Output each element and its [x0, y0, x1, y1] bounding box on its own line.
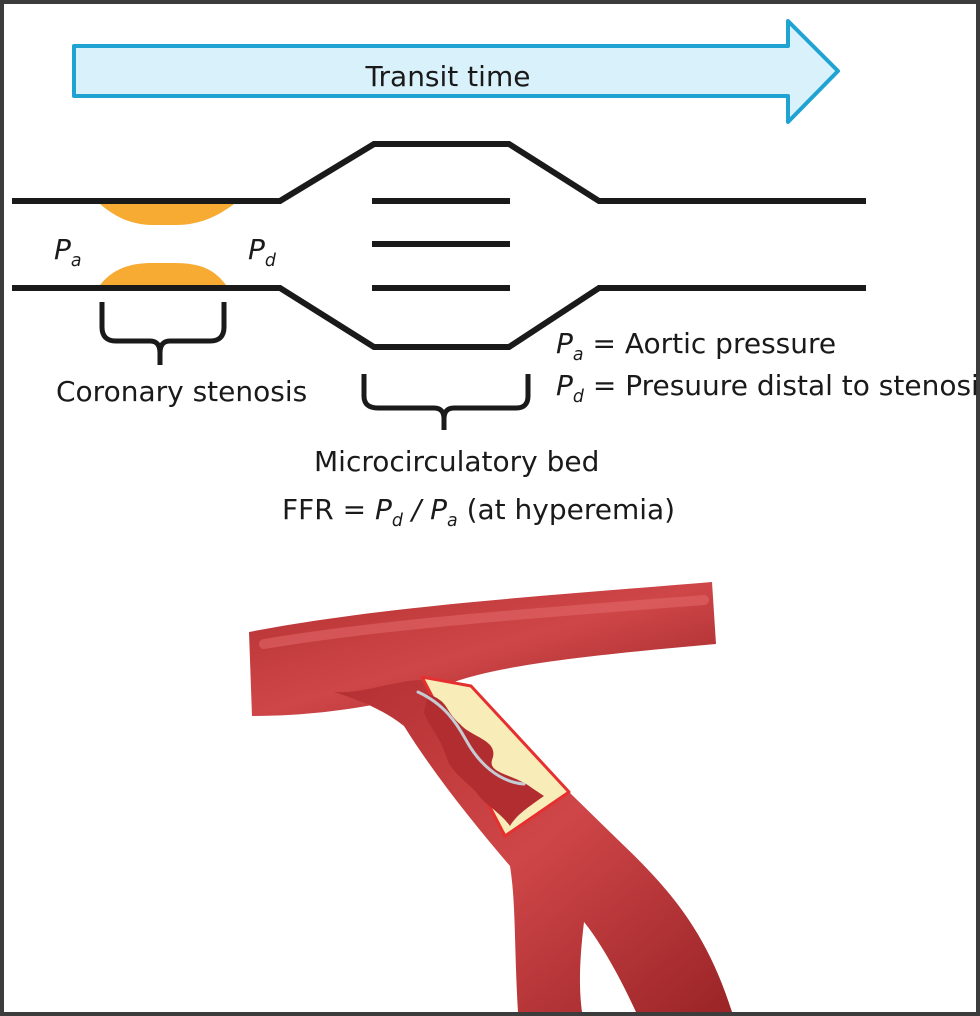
- diagram-graphics: [12, 19, 866, 1012]
- bed-brace: [361, 374, 531, 430]
- microcirculatory-bed-label: Microcirculatory bed: [314, 445, 600, 478]
- ffr-slash: /: [411, 493, 422, 526]
- guide-wire: [416, 690, 526, 786]
- legend-pa-equals: =: [592, 327, 616, 360]
- legend-aortic-text: Aortic pressure: [624, 327, 837, 360]
- ffr-pa: Pa: [430, 493, 458, 530]
- stent-lumen: [424, 694, 544, 826]
- pd-letter: P: [248, 233, 265, 266]
- pa-subscript: a: [70, 251, 82, 272]
- legend-distal-text: Presuure distal to stenosis: [625, 369, 980, 402]
- vessel-schematic: [12, 141, 866, 350]
- plaque-upper: [100, 204, 234, 225]
- ffr-suffix: (at hyperemia): [466, 493, 676, 526]
- ffr-pd-subscript: d: [391, 511, 403, 532]
- ffr-pa-letter: P: [430, 493, 448, 526]
- transit-time-arrow: [72, 19, 840, 124]
- legend-pd: Pd: [556, 369, 584, 406]
- legend-pa-letter: P: [556, 327, 573, 360]
- artery-descending-branch: [334, 680, 732, 1012]
- pa-symbol: Pa: [54, 233, 82, 270]
- ffr-pd-letter: P: [374, 493, 392, 526]
- ffr-pd: Pd: [374, 493, 403, 530]
- vessel-lower-wall: [12, 285, 866, 350]
- legend-pa: Pa: [556, 327, 584, 364]
- ffr-equals: =: [342, 493, 367, 526]
- coronary-stenosis-label: Coronary stenosis: [56, 375, 308, 408]
- pd-subscript: d: [264, 251, 276, 272]
- legend-pd-letter: P: [556, 369, 573, 402]
- legend-pa-subscript: a: [572, 345, 584, 366]
- ffr-prefix: FFR: [282, 493, 334, 526]
- ffr-pa-subscript: a: [447, 511, 458, 532]
- legend-pd-equals: =: [592, 369, 617, 402]
- artery-main-branch: [249, 582, 716, 716]
- plaque-lower: [100, 263, 226, 285]
- legend-distal: Pd = Presuure distal to stenosis: [556, 369, 980, 406]
- ffr-formula: FFR = Pd / Pa (at hyperemia): [282, 493, 676, 530]
- legend-aortic: Pa = Aortic pressure: [556, 327, 837, 364]
- pa-letter: P: [54, 233, 71, 266]
- legend-pd-subscript: d: [572, 387, 584, 408]
- vessel-upper-wall: [12, 141, 866, 204]
- artery-illustration: [249, 582, 732, 1012]
- artery-highlight: [259, 595, 709, 649]
- pd-symbol: Pd: [248, 233, 276, 270]
- transit-time-label: Transit time: [365, 60, 531, 93]
- stenosis-brace: [99, 302, 227, 365]
